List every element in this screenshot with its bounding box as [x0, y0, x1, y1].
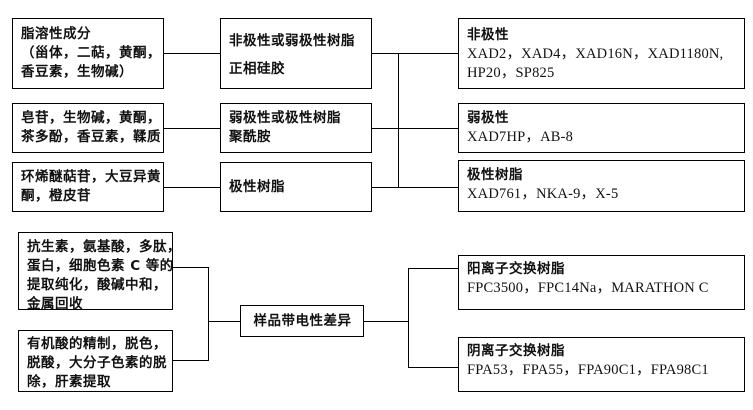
connector-bracket-cation: [408, 268, 458, 269]
source-ion1-line4: 金属回收: [27, 296, 83, 312]
source-ion2-line2: 脱酸，大分子色素的脱: [27, 355, 167, 371]
connector-bus-result-row2: [398, 128, 458, 129]
connector-bracket-anion: [408, 367, 458, 368]
connector-source-method-row2: [164, 128, 220, 129]
method-box-row3: 极性树脂: [220, 162, 372, 212]
result-box-row2: 弱极性 XAD7HP，AB-8: [458, 103, 745, 153]
connector-ion2-bracket: [173, 360, 208, 361]
result-row2-line2: XAD7HP，AB-8: [467, 129, 574, 145]
result-box-row3: 极性树脂 XAD761，NKA-9，X-5: [458, 160, 745, 212]
result-box-row1: 非极性 XAD2，XAD4，XAD16N，XAD1180N, HP20，SP82…: [458, 18, 745, 89]
result-anion-line2: FPA53，FPA55，FPA90C1，FPA98C1: [467, 362, 709, 378]
result-row2-line1: 弱极性: [467, 110, 509, 126]
result-row1-line2: XAD2，XAD4，XAD16N，XAD1180N,: [467, 46, 724, 62]
hub-box-sample-charge: 样品带电性差异: [240, 305, 364, 337]
method-row1-line2: 正相硅胶: [229, 60, 285, 77]
connector-source-method-row1: [164, 53, 220, 54]
connector-method-bus-row2: [372, 128, 398, 129]
source-row3-line2: 酮，橙皮苷: [21, 188, 91, 204]
result-anion-line1: 阴离子交换树脂: [467, 343, 565, 359]
source-row1-line2: （甾体，二萜，黄酮，: [21, 45, 161, 61]
source-row1-line3: 香豆素，生物碱）: [21, 64, 133, 80]
connector-ion1-bracket: [173, 267, 208, 268]
result-box-anion-resin: 阴离子交换树脂 FPA53，FPA55，FPA90C1，FPA98C1: [458, 337, 745, 392]
method-row2-line2: 聚酰胺: [229, 129, 271, 145]
result-box-cation-resin: 阳离子交换树脂 FPC3500，FPC14Na，MARATHON C: [458, 255, 745, 310]
connector-vertical-bus-top: [398, 53, 399, 188]
hub-label: 样品带电性差异: [253, 312, 352, 329]
result-row1-line1: 非极性: [467, 27, 509, 43]
source-box-row1: 脂溶性成分 （甾体，二萜，黄酮， 香豆素，生物碱）: [12, 18, 164, 89]
connector-source-method-row3: [164, 187, 220, 188]
source-ion1-line1: 抗生素，氨基酸，多肽，: [27, 239, 181, 255]
method-row2-line1: 弱极性或极性树脂: [229, 110, 341, 126]
result-row3-line1: 极性树脂: [467, 167, 523, 183]
method-row3-line1: 极性树脂: [229, 178, 285, 195]
source-ion2-line1: 有机酸的精制，脱色，: [27, 336, 167, 352]
source-row3-line1: 环烯醚萜苷，大豆异黄: [21, 169, 161, 185]
source-ion1-line3: 提取纯化，酸碱中和，: [27, 277, 167, 293]
method-box-row2: 弱极性或极性树脂 聚酰胺: [220, 103, 372, 153]
source-row1-line1: 脂溶性成分: [21, 26, 91, 42]
connector-right-bracket-vertical: [408, 268, 409, 367]
connector-method-bus-row3: [372, 187, 398, 188]
source-ion1-line2: 蛋白，细胞色素 C 等的: [27, 258, 174, 274]
connector-bus-result-row3: [398, 187, 458, 188]
source-ion2-line3: 除，肝素提取: [27, 374, 111, 390]
result-cation-line1: 阳离子交换树脂: [467, 261, 565, 277]
source-row2-line2: 茶多酚，香豆素，鞣质: [21, 129, 161, 145]
source-box-ion-exchange-1: 抗生素，氨基酸，多肽， 蛋白，细胞色素 C 等的 提取纯化，酸碱中和， 金属回收: [18, 232, 181, 312]
method-row1-line1: 非极性或弱极性树脂: [229, 32, 355, 49]
connector-bus-result-row1: [398, 53, 458, 54]
source-row2-line1: 皂苷，生物碱，黄酮，: [21, 110, 161, 126]
connector-hub-right-bracket: [364, 321, 408, 322]
result-row1-line3: HP20，SP825: [467, 65, 555, 81]
connector-method-bus-row1: [372, 53, 398, 54]
result-row3-line2: XAD761，NKA-9，X-5: [467, 186, 619, 202]
source-box-row3: 环烯醚萜苷，大豆异黄 酮，橙皮苷: [12, 162, 164, 212]
connector-left-bracket-vertical: [208, 267, 209, 361]
connector-bracket-hub: [208, 321, 240, 322]
source-box-row2: 皂苷，生物碱，黄酮， 茶多酚，香豆素，鞣质: [12, 103, 164, 153]
method-box-row1: 非极性或弱极性树脂 正相硅胶: [220, 18, 372, 89]
source-box-ion-exchange-2: 有机酸的精制，脱色， 脱酸，大分子色素的脱 除，肝素提取: [18, 330, 173, 392]
result-cation-line2: FPC3500，FPC14Na，MARATHON C: [467, 280, 709, 296]
